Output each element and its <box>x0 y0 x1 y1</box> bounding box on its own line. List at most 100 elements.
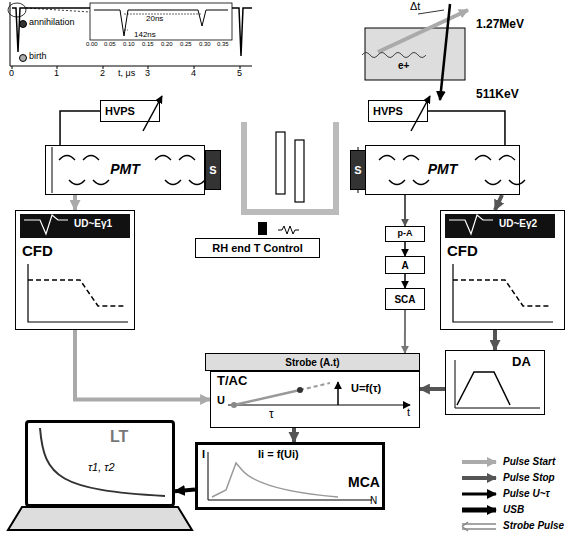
legend-text: Pulse U~τ <box>503 488 550 499</box>
node-text: S <box>354 164 361 176</box>
dynode <box>499 156 515 161</box>
node-text: UD~Eγ1 <box>74 218 112 229</box>
signal-connector <box>495 195 502 210</box>
dynode <box>379 156 395 161</box>
annotation-label: 0.20 <box>161 41 173 48</box>
node-text: A <box>401 260 408 271</box>
annotation-label: Δt <box>410 0 420 12</box>
pulse-plot <box>8 2 252 69</box>
node-text: LT <box>110 428 128 446</box>
annotation-label: 0.10 <box>123 41 135 48</box>
dynode <box>59 156 75 161</box>
signal-connector <box>428 111 505 145</box>
dynode <box>155 156 171 161</box>
dynode <box>389 180 405 185</box>
node-text: PMT <box>110 162 140 177</box>
power-supply-box: HVPS <box>100 100 160 122</box>
dynode <box>165 180 181 185</box>
node-text: p-A <box>398 229 413 239</box>
decay-scheme <box>362 4 468 100</box>
annotation-label: e+ <box>398 60 409 71</box>
dynode <box>93 180 109 185</box>
signal-connector <box>420 387 445 391</box>
pmt-window <box>52 147 358 193</box>
scintillator-box: S <box>205 150 221 190</box>
da-box: DA <box>445 350 545 415</box>
mca-box: Ii = f(Ui) MCA I N <box>195 442 385 510</box>
node-text: I <box>202 448 205 460</box>
annotation-label: 3 <box>145 69 150 79</box>
power-supply-box: HVPS <box>368 100 428 122</box>
node-text: t <box>407 406 410 418</box>
node-text: τ1, τ2 <box>88 461 115 473</box>
annotation-label: 0.30 <box>199 41 211 48</box>
legend-text: Pulse Start <box>503 456 555 467</box>
dynode <box>189 180 205 185</box>
node-text: T/AC <box>217 374 247 388</box>
sample-chamber <box>244 122 336 235</box>
annotation-label: 0.35 <box>217 41 229 48</box>
cfd-box: UD~Eγ2CFD <box>440 210 565 330</box>
signal-connector <box>292 428 296 442</box>
signal-connector <box>404 195 406 226</box>
tac-box: T/AC Uτ U=f(τ) t <box>210 371 420 428</box>
node-text: UD~Eγ2 <box>499 218 537 229</box>
pmt-box: PMT <box>365 145 520 195</box>
annotation-label: 511KeV <box>476 88 519 101</box>
strobe-box: Strobe (A.t) <box>205 353 420 371</box>
annotation-label: 2 <box>100 69 105 79</box>
tac-plot <box>228 382 410 408</box>
annotation-label: t, μs <box>118 69 135 79</box>
signal-connector <box>60 111 100 145</box>
annotation-label: 0.25 <box>180 41 192 48</box>
signal-connector <box>404 310 406 353</box>
signal-connector <box>175 490 195 492</box>
annotation-label: 1.27MeV <box>476 18 524 31</box>
laptop-screen: LT τ1, τ2 <box>25 420 175 507</box>
dynode <box>179 156 195 161</box>
node-text: RH end T Control <box>212 242 302 254</box>
node-text: N <box>370 495 377 506</box>
node-text: HVPS <box>105 105 135 117</box>
legend-text: Pulse Stop <box>503 472 555 483</box>
dynode <box>403 156 419 161</box>
signal-connector <box>493 330 497 350</box>
signal-connector <box>404 274 406 288</box>
node-text: HVPS <box>373 105 403 117</box>
amplifier-box: A <box>385 256 425 274</box>
legend-text: USB <box>503 504 524 515</box>
cfd-box: UD~Eγ1CFD <box>15 210 135 330</box>
annotation-label: birth <box>29 52 47 62</box>
node-text: Strobe (A.t) <box>285 357 339 368</box>
dynode <box>509 180 525 185</box>
cfd-plot <box>20 214 130 322</box>
annotation-label: 20ns <box>146 15 163 24</box>
dynode <box>475 156 491 161</box>
node-text: SCA <box>394 294 415 305</box>
legend-text: Strobe Pulse <box>503 520 564 531</box>
dynode <box>485 180 501 185</box>
scintillator-box: S <box>350 150 366 190</box>
annotation-label: 0.00 <box>86 41 98 48</box>
legend-samples <box>462 462 496 531</box>
annotation-label: 4 <box>191 69 196 79</box>
dynode <box>413 180 429 185</box>
pmt-box: PMT <box>45 145 205 195</box>
laptop <box>8 428 192 530</box>
dynode <box>69 180 85 185</box>
signal-connector <box>404 242 406 256</box>
node-text: CFD <box>447 243 478 260</box>
annotation-label: 5 <box>237 69 242 79</box>
cfd-plot <box>445 214 555 322</box>
node-text: U <box>217 394 225 406</box>
node-text: Ii = f(Ui) <box>258 448 299 460</box>
annotation-label: 0.15 <box>142 41 154 48</box>
node-text: DA <box>512 355 531 369</box>
node-text: τ <box>269 408 274 421</box>
sca-box: SCA <box>385 288 425 310</box>
annotation-label: annihilation <box>29 18 75 28</box>
annotation-label: 1 <box>54 69 59 79</box>
node-text: MCA <box>348 475 380 490</box>
node-text: U=f(τ) <box>351 382 381 394</box>
node-text: CFD <box>22 243 53 260</box>
